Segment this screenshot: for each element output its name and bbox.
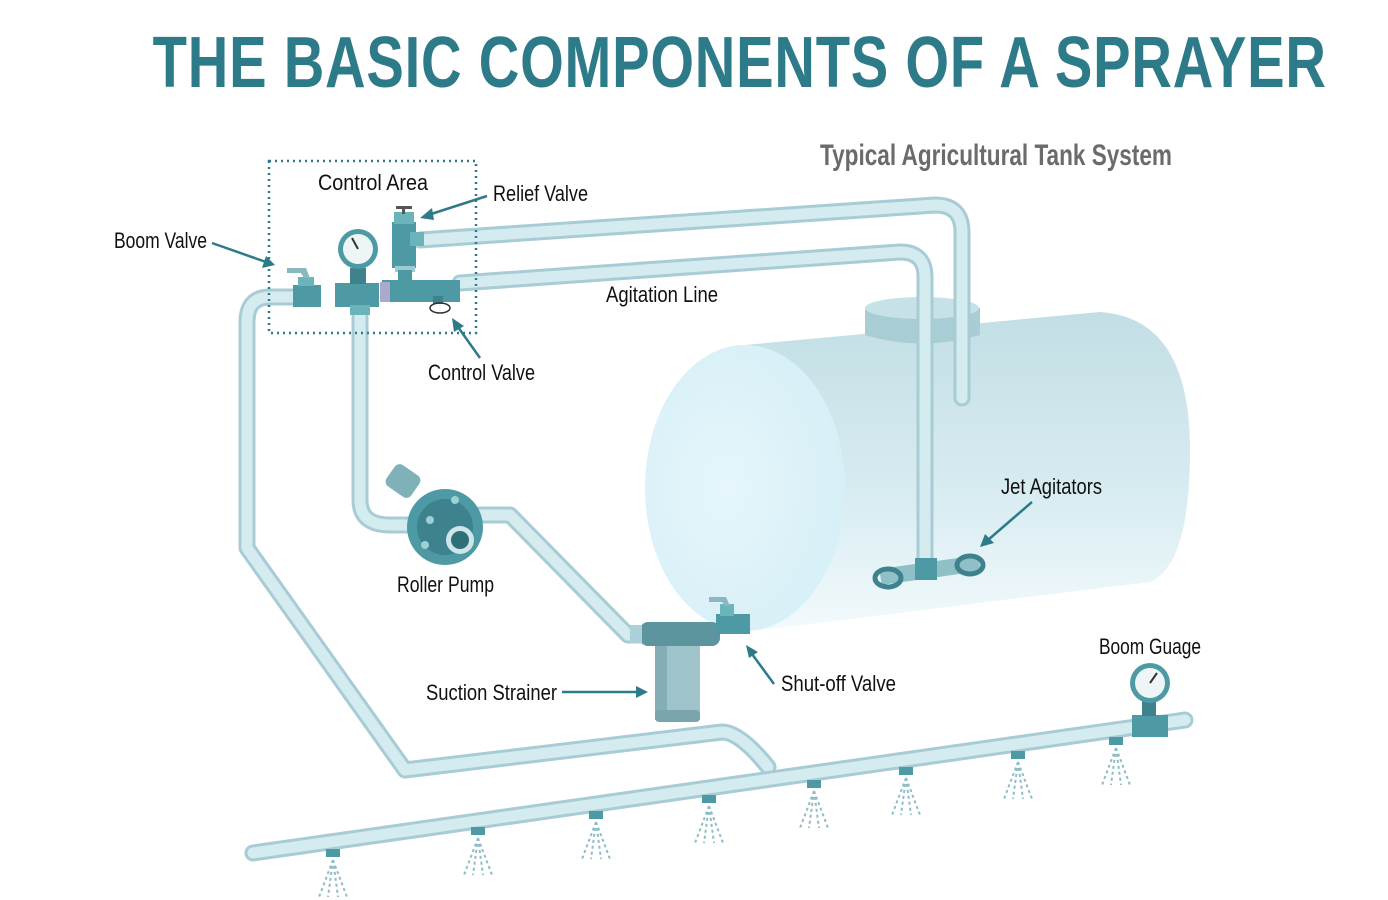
- label-control-area: Control Area: [318, 170, 429, 195]
- boom-gauge: [1130, 663, 1170, 737]
- suction-strainer: [630, 622, 720, 722]
- boom-valve: [287, 268, 321, 307]
- label-control-valve: Control Valve: [428, 360, 535, 385]
- jet-agitators: [872, 553, 986, 590]
- subtitle: Typical Agricultural Tank System: [820, 139, 1172, 172]
- spray-nozzles: [318, 737, 1131, 898]
- control-area-box: [267, 159, 478, 335]
- page-title: THE BASIC COMPONENTS OF A SPRAYER: [152, 23, 1327, 103]
- callout-arrows: [211, 194, 1033, 698]
- label-roller-pump: Roller Pump: [397, 572, 494, 597]
- control-valve: [429, 296, 451, 314]
- label-agitation-line: Agitation Line: [606, 282, 718, 307]
- label-jet-agitators: Jet Agitators: [1001, 474, 1102, 499]
- label-suction-strainer: Suction Strainer: [426, 680, 557, 705]
- label-relief-valve: Relief Valve: [493, 181, 588, 206]
- label-shutoff-valve: Shut-off Valve: [781, 671, 896, 696]
- relief-valve: [380, 206, 460, 302]
- label-boom-valve: Boom Valve: [114, 228, 207, 253]
- tank: [645, 297, 1190, 632]
- roller-pump: [385, 464, 483, 565]
- pressure-gauge: [335, 229, 379, 315]
- pipes: [238, 196, 1194, 862]
- shutoff-valve: [709, 597, 750, 634]
- label-boom-gauge: Boom Guage: [1099, 634, 1201, 659]
